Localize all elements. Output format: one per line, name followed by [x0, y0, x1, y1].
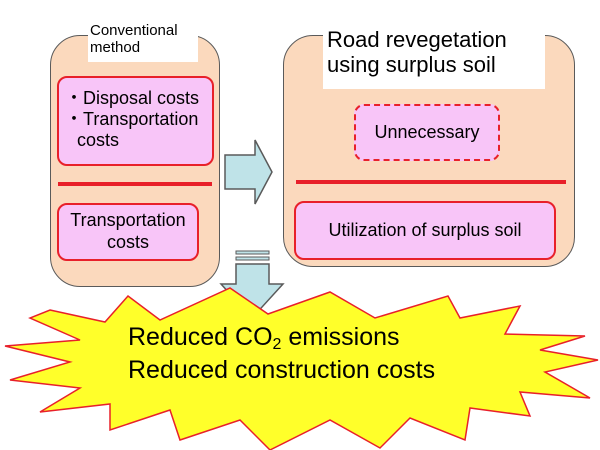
result-burst [4, 287, 599, 450]
transportation-item-cont: costs [77, 130, 120, 151]
transportation-costs-box: Transportation costs [57, 203, 199, 261]
surplus-soil-utilization-box: Utilization of surplus soil [294, 201, 556, 260]
right-title-line2: using surplus soil [327, 52, 496, 78]
disposal-costs-item: ・Disposal costs [65, 88, 200, 108]
co2-prefix: Reduced CO [128, 323, 273, 351]
transportation-costs-line1: Transportation [70, 210, 186, 230]
left-divider [58, 182, 212, 186]
right-divider [296, 180, 566, 184]
reduced-co2-line: Reduced CO2 emissions [128, 322, 488, 355]
co2-suffix: emissions [281, 323, 400, 351]
reduced-costs-line: Reduced construction costs [128, 356, 436, 384]
conventional-method-title: Conventional method [88, 22, 198, 62]
down-arrow [219, 250, 285, 320]
unnecessary-box: Unnecessary [354, 104, 500, 161]
transportation-item: ・Transportation [65, 109, 199, 130]
disposal-transport-costs-box: ・Disposal costs ・Transportation costs [57, 76, 214, 166]
left-title-line1: Conventional [90, 22, 178, 39]
right-arrow [224, 139, 273, 205]
road-revegetation-title: Road revegetation using surplus soil [323, 25, 545, 89]
result-text: Reduced CO2 emissions Reduced constructi… [128, 322, 488, 386]
transportation-costs-line2: costs [106, 231, 149, 252]
left-title-line2: method [90, 39, 141, 57]
right-title-line1: Road revegetation [327, 27, 507, 52]
co2-subscript: 2 [272, 336, 282, 353]
